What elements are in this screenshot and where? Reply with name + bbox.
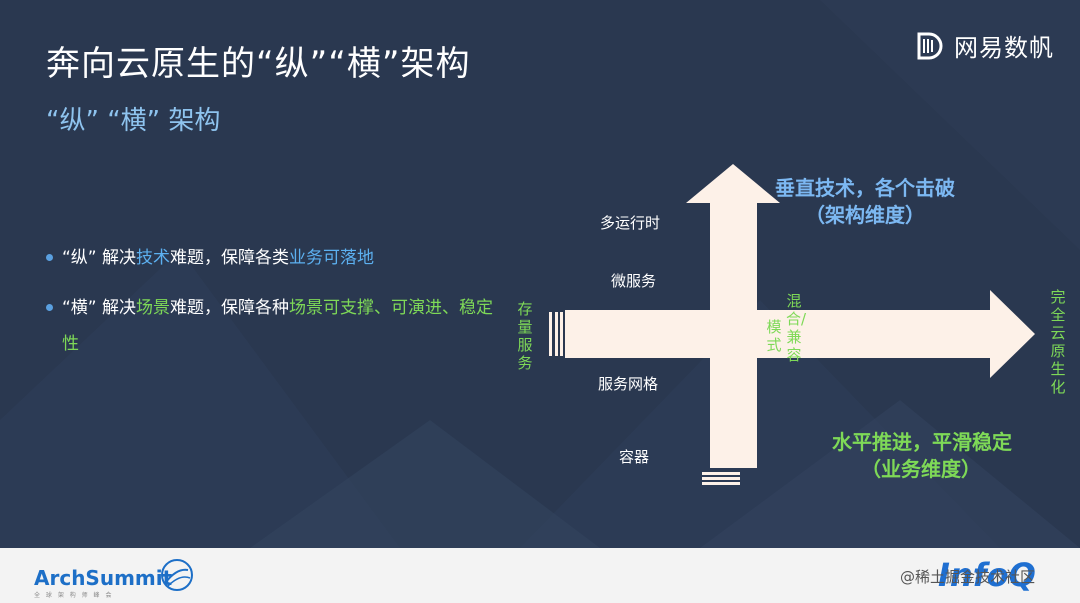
bullet-highlight: 技术	[136, 248, 171, 268]
vertical-arrow	[686, 164, 780, 468]
watermark-text: @稀土掘金技术社区	[900, 568, 1036, 586]
bullet-text: 难题，保障各种	[170, 298, 290, 318]
bullet-text: 难题，保障各类	[170, 248, 290, 268]
slide: 奔向云原生的“纵”“横”架构 “纵” “横” 架构 网易数帆 “纵” 解决技术难…	[0, 0, 1080, 548]
footer-bar: ArchSummit 全 球 架 构 师 峰 会 InfoQ @稀土掘金技术社区	[0, 548, 1080, 603]
bullet-highlight: 场景	[136, 298, 171, 318]
horizontal-heading: 水平推进，平滑稳定	[832, 430, 1012, 454]
bullet-highlight: 场景可支撑、可演进、稳定性	[62, 298, 494, 354]
bullet-text: “横” 解决	[62, 298, 137, 318]
brand-name: 网易数帆	[954, 34, 1054, 62]
bullet-dot	[46, 304, 53, 311]
bullet-dot	[46, 254, 53, 261]
bullet-highlight: 业务可落地	[289, 248, 375, 268]
cross-arrow-diagram: 多运行时 微服务 服务网格 容器 存量服务 混合/兼容 模式 完全云原生化 垂直…	[517, 164, 1066, 485]
globe-icon	[161, 559, 193, 591]
archsummit-logo: ArchSummit 全 球 架 构 师 峰 会	[34, 566, 172, 599]
brand-icon	[917, 32, 943, 59]
horizontal-arrow	[565, 290, 1035, 378]
label-multi-runtime: 多运行时	[600, 214, 661, 232]
infoq-logo: InfoQ	[938, 556, 1036, 594]
bullet-item-horizontal: “横” 解决场景难题，保障各种场景可支撑、可演进、稳定性	[46, 290, 506, 362]
background-pattern	[0, 0, 1080, 548]
label-hybrid-compatible: 混合/兼容	[786, 292, 807, 364]
label-service-mesh: 服务网格	[598, 375, 659, 393]
vertical-heading-sub: （架构维度）	[805, 203, 925, 227]
horizontal-heading-sub: （业务维度）	[861, 457, 981, 481]
label-microservice: 微服务	[611, 272, 657, 290]
label-legacy-service: 存量服务	[517, 300, 533, 372]
label-mode: 模式	[766, 318, 782, 354]
archsummit-subtext: 全 球 架 构 师 峰 会	[34, 592, 114, 599]
bullet-item-vertical: “纵” 解决技术难题，保障各类业务可落地	[46, 240, 506, 276]
bullet-list: “纵” 解决技术难题，保障各类业务可落地 “横” 解决场景难题，保障各种场景可支…	[46, 240, 506, 376]
slide-subtitle: “纵” “横” 架构	[46, 106, 221, 136]
cross-arrows	[549, 164, 1035, 485]
label-fully-cloud-native: 完全云原生化	[1050, 288, 1066, 396]
bullet-text: “纵” 解决	[62, 248, 137, 268]
vertical-heading: 垂直技术，各个击破	[775, 176, 955, 200]
slide-title: 奔向云原生的“纵”“横”架构	[46, 44, 471, 84]
brand-logo: 网易数帆	[916, 28, 1054, 63]
archsummit-text: ArchSummit	[34, 566, 173, 590]
label-container: 容器	[619, 448, 650, 466]
